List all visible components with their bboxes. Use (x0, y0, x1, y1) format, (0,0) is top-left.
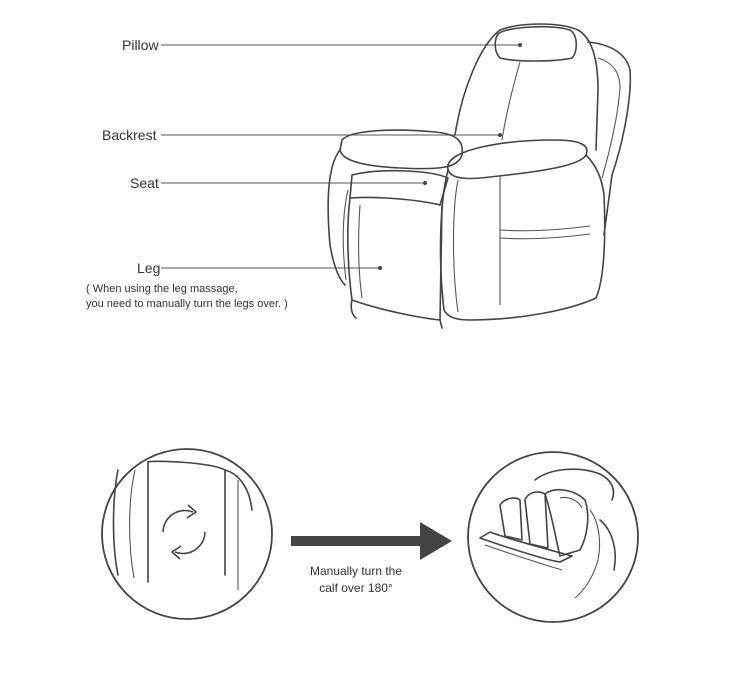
label-pillow: Pillow (122, 37, 159, 53)
label-backrest: Backrest (102, 127, 157, 143)
pillow-dot (518, 43, 522, 47)
right-arrow-icon (291, 522, 452, 560)
caption-line2: calf over 180° (319, 581, 393, 595)
leg-note-line1: ( When using the leg massage, (86, 283, 238, 295)
leg-rest-closeup (112, 460, 253, 590)
leg-dot (378, 266, 382, 270)
seat-dot (423, 181, 427, 185)
label-seat: Seat (130, 175, 159, 191)
turn-caption: Manually turn the calf over 180° (286, 563, 426, 597)
left-detail-circle (101, 448, 273, 620)
label-leg: Leg (137, 260, 161, 276)
rotate-arrows-icon (162, 504, 206, 560)
caption-line1: Manually turn the (309, 564, 403, 578)
right-detail-circle (467, 451, 639, 623)
calf-massager-closeup (479, 468, 616, 599)
backrest-dot (498, 133, 502, 137)
leg-note-line2: you need to manually turn the legs over.… (86, 298, 288, 310)
